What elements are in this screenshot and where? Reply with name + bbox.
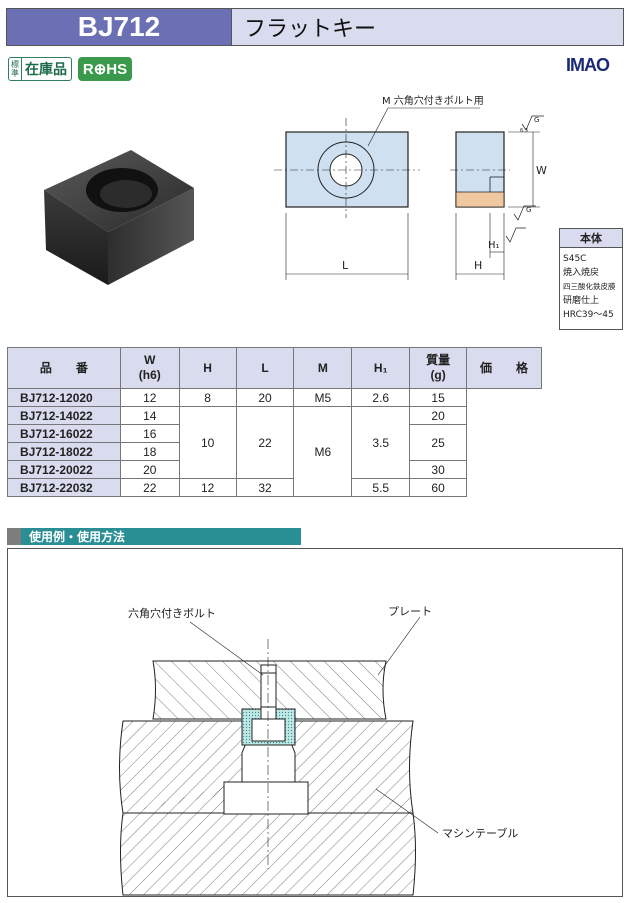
cell-H1: 2.6 — [351, 388, 411, 407]
section-marker — [7, 528, 21, 545]
cell-H: 8 — [178, 388, 237, 407]
cell-mass: 25 — [409, 424, 468, 461]
label-machine-table: マシンテーブル — [442, 826, 518, 840]
cell-code: BJ712-22032 — [7, 478, 121, 497]
cell-W: 18 — [119, 442, 180, 461]
table-row: BJ712-12020 12 8 20 M5 2.6 15 — [7, 388, 542, 497]
cell-code: BJ712-20022 — [7, 460, 121, 479]
cell-code: BJ712-16022 — [7, 424, 121, 443]
material-box: 本体 S45C 焼入焼戻 四三酸化鉄皮膜 研磨仕上 HRC39～45 — [559, 228, 623, 330]
col-header-code: 品 番 — [7, 347, 121, 389]
cell-price — [466, 388, 542, 497]
usage-diagram: 六角穴付きボルト プレート マシンテーブル — [119, 605, 518, 896]
cell-L: 32 — [235, 478, 295, 497]
cell-W: 22 — [119, 478, 180, 497]
cell-H1: 3.5 — [351, 406, 411, 479]
label-bolt: 六角穴付きボルト — [128, 606, 216, 620]
cell-H1: 5.5 — [351, 478, 411, 497]
dim-H-label: H — [474, 259, 482, 272]
cell-code: BJ712-18022 — [7, 442, 121, 461]
col-header-M: M — [293, 347, 353, 389]
spec-table: 品 番 W (h6) H L M H₁ 質量 (g) 価 格 BJ712-120… — [7, 347, 542, 497]
table-row: BJ712-22032 22 12 32 5.5 60 — [7, 478, 542, 497]
product-photo — [44, 150, 194, 285]
cell-W: 12 — [119, 388, 180, 407]
rohs-badge: R⊕HS — [78, 57, 132, 81]
cell-mass: 15 — [409, 388, 468, 407]
cell-H: 12 — [178, 478, 237, 497]
dim-W-label: W — [536, 164, 547, 177]
cell-W: 20 — [119, 460, 180, 479]
cell-mass: 20 — [409, 406, 468, 425]
material-header: 本体 — [560, 229, 622, 248]
standard-mark: 標 準 — [9, 58, 22, 80]
col-header-mass: 質量 (g) — [409, 347, 468, 389]
dim-L-label: L — [342, 259, 349, 272]
cell-W: 14 — [119, 406, 180, 425]
table-header-row: 品 番 W (h6) H L M H₁ 質量 (g) 価 格 — [7, 347, 542, 389]
roughness-label-2: G — [526, 206, 531, 214]
cell-L: 22 — [235, 406, 295, 479]
table-row: BJ712-16022 16 25 — [7, 424, 542, 461]
product-name-title: フラットキー — [232, 8, 624, 46]
material-line: HRC39～45 — [563, 310, 614, 320]
roughness-value: 6.3 — [520, 128, 528, 134]
col-header-H: H — [178, 347, 237, 389]
roughness-label-1: G — [534, 116, 539, 124]
material-line: S45C — [563, 254, 587, 264]
standard-char-1: 標 — [11, 60, 19, 69]
dimension-drawing: M 六角穴付きボルト用 L W H H₁ G G 6.3 — [274, 94, 547, 280]
standard-stock-badge: 標 準 在庫品 — [8, 57, 72, 81]
usage-section-title: 使用例・使用方法 — [7, 528, 301, 545]
material-line: 研磨仕上 — [563, 296, 600, 306]
table-row: BJ712-20022 20 30 — [7, 460, 542, 479]
col-header-H1: H₁ — [351, 347, 411, 389]
usage-diagram-frame: 六角穴付きボルト プレート マシンテーブル — [7, 548, 623, 897]
cell-L: 20 — [235, 388, 295, 407]
brand-logo: IMAO — [566, 55, 610, 75]
cell-mass: 30 — [409, 460, 468, 479]
cell-W: 16 — [119, 424, 180, 443]
bolt-note-label: M 六角穴付きボルト用 — [382, 94, 484, 107]
stock-text: 在庫品 — [25, 62, 67, 78]
cell-code: BJ712-12020 — [7, 388, 121, 407]
cell-code: BJ712-14022 — [7, 406, 121, 425]
material-line: 焼入焼戻 — [563, 268, 600, 278]
standard-char-2: 準 — [11, 69, 19, 78]
product-code-title: BJ712 — [6, 8, 232, 46]
material-line: 四三酸化鉄皮膜 — [563, 282, 616, 291]
col-header-L: L — [235, 347, 295, 389]
label-plate: プレート — [388, 605, 432, 618]
dim-H1-label: H₁ — [488, 240, 500, 251]
table-row: BJ712-18022 18 — [7, 442, 542, 461]
cell-M: M6 — [293, 406, 353, 497]
cell-mass: 60 — [409, 478, 468, 497]
cell-H: 10 — [178, 406, 237, 479]
col-header-price: 価 格 — [466, 347, 542, 389]
col-header-W: W (h6) — [119, 347, 180, 389]
table-row: BJ712-14022 14 10 22 M6 3.5 20 — [7, 406, 542, 497]
cell-M: M5 — [293, 388, 353, 407]
usage-section-text: 使用例・使用方法 — [29, 530, 126, 544]
